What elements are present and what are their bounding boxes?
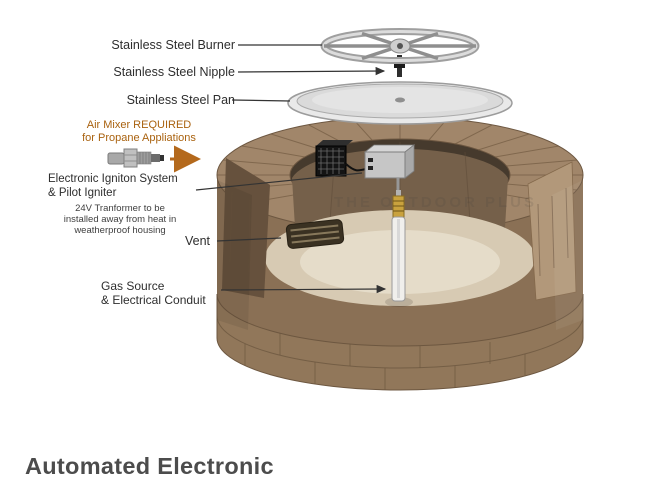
shade-left bbox=[217, 180, 252, 330]
diagram-title-line1: Automated Electronic bbox=[25, 453, 274, 477]
label-nipple: Stainless Steel Nipple bbox=[113, 65, 235, 79]
pit-front-band bbox=[216, 293, 584, 391]
label-vent: Vent bbox=[184, 234, 210, 248]
leader-line-vent bbox=[216, 237, 282, 242]
label-gas-source: Gas Source & Electrical Conduit bbox=[101, 279, 206, 307]
air-mixer-photo bbox=[107, 148, 164, 168]
label-gas-line2: & Electrical Conduit bbox=[101, 293, 206, 307]
shade-right bbox=[552, 180, 583, 330]
label-ignition-line2: & Pilot Igniter bbox=[48, 186, 117, 199]
stainless-burner-ring bbox=[320, 28, 480, 64]
stainless-pan bbox=[287, 81, 513, 125]
outer-wall-seams bbox=[229, 187, 569, 277]
front-band-joints bbox=[244, 333, 526, 390]
label-air-mixer-line2: for Propane Appliations bbox=[82, 132, 196, 144]
vent bbox=[285, 219, 345, 249]
front-band-course-line bbox=[216, 315, 584, 369]
label-burner: Stainless Steel Burner bbox=[111, 38, 235, 52]
cut-face-left bbox=[222, 158, 270, 298]
label-air-mixer: Air Mixer REQUIRED for Propane Appliatio… bbox=[58, 119, 220, 145]
label-air-mixer-line1: Air Mixer REQUIRED bbox=[86, 119, 192, 131]
leader-line-gas bbox=[220, 284, 387, 294]
label-ignition: Electronic Igniton System & Pilot Ignite… bbox=[48, 173, 178, 200]
leader-line-nipple bbox=[237, 66, 386, 76]
watermark-text: THE OUTDOOR PLUS bbox=[334, 194, 537, 211]
air-mixer-module bbox=[315, 140, 353, 177]
label-ignition-line1: Electronic Igniton System bbox=[48, 173, 178, 185]
ignition-control-box bbox=[363, 144, 416, 194]
leader-line-pan bbox=[231, 99, 291, 102]
label-ignition-note: 24V Tranformer to be installed away from… bbox=[63, 203, 177, 236]
diagram-title: Automated Electronic Ignition System Fir… bbox=[25, 389, 410, 477]
leader-line-ignition bbox=[195, 172, 363, 191]
label-pan: Stainless Steel Pan bbox=[126, 93, 235, 107]
module-cable bbox=[345, 163, 367, 172]
label-gas-line1: Gas Source bbox=[101, 279, 165, 293]
gas-pipe bbox=[385, 216, 413, 307]
